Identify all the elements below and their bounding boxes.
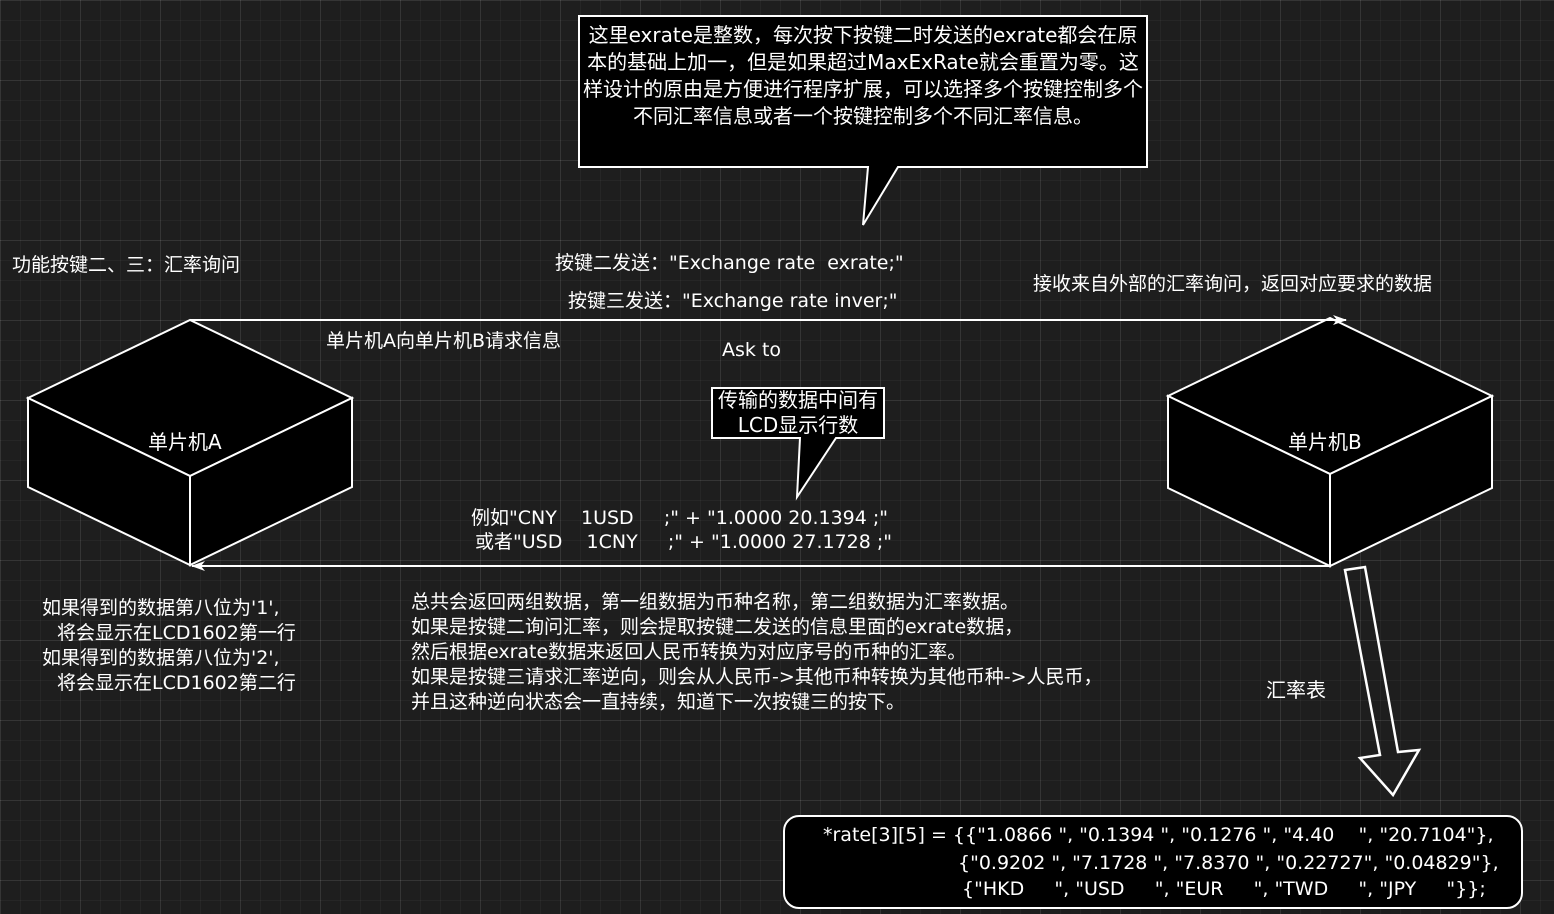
ask-to-label: Ask to <box>722 339 782 361</box>
explanation-line-5: 并且这种逆向状态会一直持续，知道下一次按键三的按下。 <box>411 691 906 713</box>
rate-table-label: 汇率表 <box>1266 678 1326 702</box>
explanation-line-1: 总共会返回两组数据，第一组数据为币种名称，第二组数据为汇率数据。 <box>411 591 1020 613</box>
explanation-line-2: 如果是按键二询问汇率，则会提取按键二发送的信息里面的exrate数据， <box>411 616 1024 638</box>
display-rule-line-2: 将会显示在LCD1602第一行 <box>57 622 296 644</box>
rate-table-box: *rate[3][5] = {{"1.0866 ", "0.1394 ", "0… <box>783 815 1523 909</box>
rate-table-arrow <box>1343 565 1422 798</box>
device-a-shape <box>25 318 355 567</box>
rate-code-line-1: *rate[3][5] = {{"1.0866 ", "0.1394 ", "0… <box>823 824 1494 846</box>
callout-top-shape <box>578 15 1148 226</box>
display-rule-line-4: 将会显示在LCD1602第二行 <box>57 672 296 694</box>
device-a-label: 单片机A <box>148 430 222 454</box>
key3-send-label: 按键三发送："Exchange rate inver;" <box>568 290 898 312</box>
device-b-shape <box>1165 316 1495 568</box>
callout-top-text: 这里exrate是整数，每次按下按键二时发送的exrate都会在原本的基础上加一… <box>583 23 1143 128</box>
request-label: 单片机A向单片机B请求信息 <box>326 330 562 352</box>
display-rule-line-1: 如果得到的数据第八位为'1', <box>42 597 280 619</box>
rate-code-line-2: {"0.9202 ", "7.1728 ", "7.8370 ", "0.227… <box>958 852 1499 874</box>
device-b-label: 单片机B <box>1288 430 1362 454</box>
receive-label: 接收来自外部的汇率询问，返回对应要求的数据 <box>1033 273 1433 295</box>
explanation-line-3: 然后根据exrate数据来返回人民币转换为对应序号的币种的汇率。 <box>411 641 967 663</box>
callout-lcd-shape <box>711 387 885 501</box>
key2-send-label: 按键二发送："Exchange rate exrate;" <box>555 252 904 274</box>
function-title: 功能按键二、三：汇率询问 <box>12 254 241 276</box>
rate-code-line-3: {"HKD ", "USD ", "EUR ", "TWD ", "JPY "}… <box>962 878 1486 900</box>
explanation-line-4: 如果是按键三请求汇率逆向，则会从人民币->其他币种转换为其他币种->人民币， <box>411 666 1103 688</box>
callout-lcd-text: 传输的数据中间有LCD显示行数 <box>718 388 878 437</box>
example-line-1: 例如"CNY 1USD ;" + "1.0000 20.1394 ;" <box>471 507 889 529</box>
display-rule-line-3: 如果得到的数据第八位为'2', <box>42 647 280 669</box>
example-line-2: 或者"USD 1CNY ;" + "1.0000 27.1728 ;" <box>475 531 893 553</box>
